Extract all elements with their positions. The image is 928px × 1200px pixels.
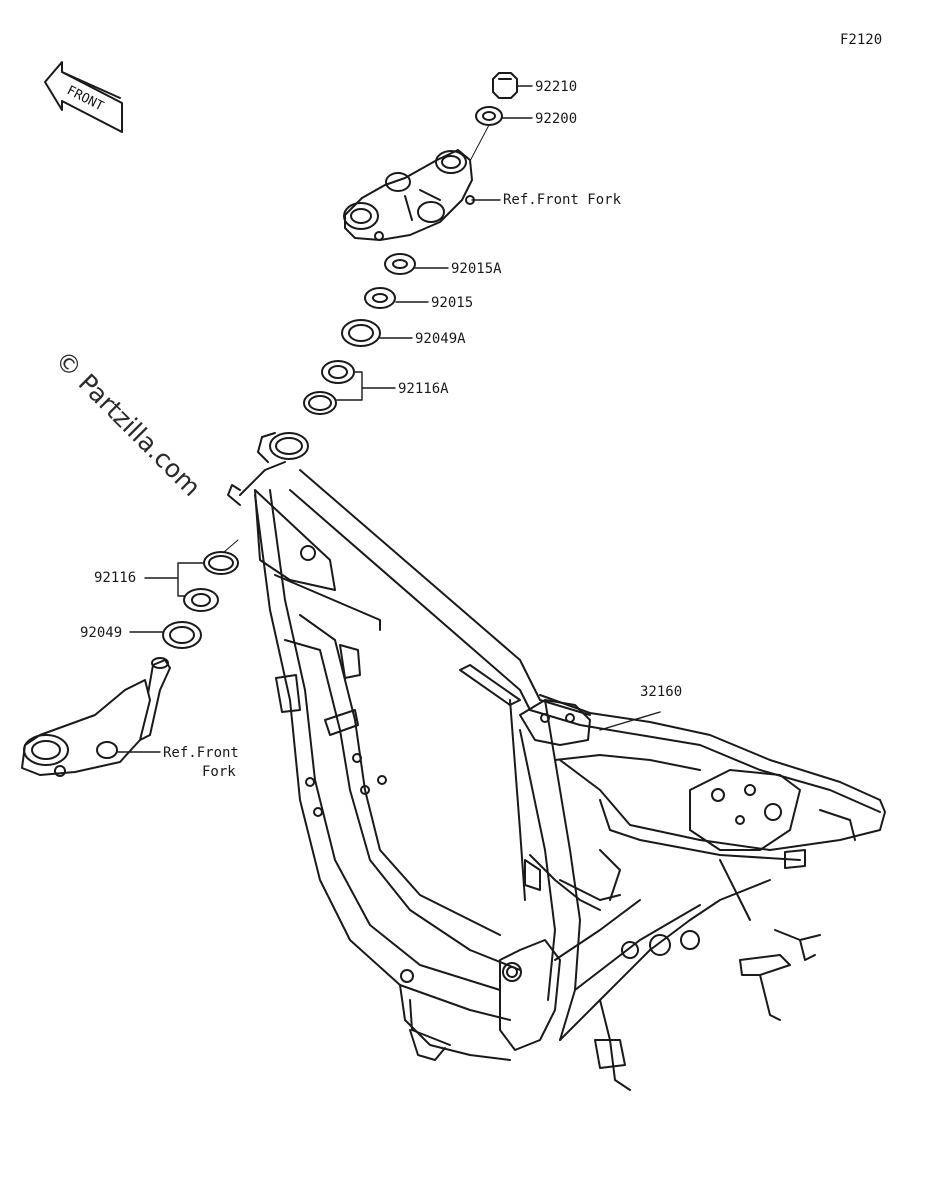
seal-92049	[129, 621, 202, 649]
callout-92200: 92200	[535, 111, 578, 127]
stem-nut-92210	[492, 72, 533, 99]
callout-92210: 92210	[535, 79, 578, 95]
steering-stem-nut-92015A	[384, 253, 449, 275]
seal-92049A	[341, 319, 413, 347]
steering-stem-nut-92015	[364, 287, 429, 309]
lower-triple-clamp	[21, 657, 171, 777]
callout-ref-front-fork-lower-1: Ref.Front	[163, 745, 239, 761]
front-arrow-icon: FRONT	[44, 61, 123, 133]
callout-92049: 92049	[80, 625, 123, 641]
upper-triple-clamp	[343, 149, 501, 241]
callout-ref-front-fork-upper: Ref.Front Fork	[503, 192, 622, 208]
callout-92015: 92015	[431, 295, 474, 311]
bearing-92116A	[303, 360, 396, 415]
callout-92015A: 92015A	[451, 261, 502, 277]
frame-head-tube	[227, 432, 309, 506]
bearing-92116	[144, 539, 239, 612]
frame-32160	[254, 469, 886, 1091]
diagram-code: F2120	[840, 32, 882, 48]
callout-92116: 92116	[94, 570, 137, 586]
callout-32160: 32160	[640, 684, 683, 700]
callout-92116A: 92116A	[398, 381, 449, 397]
callout-92049A: 92049A	[415, 331, 466, 347]
callout-ref-front-fork-lower-2: Fork	[202, 764, 236, 780]
